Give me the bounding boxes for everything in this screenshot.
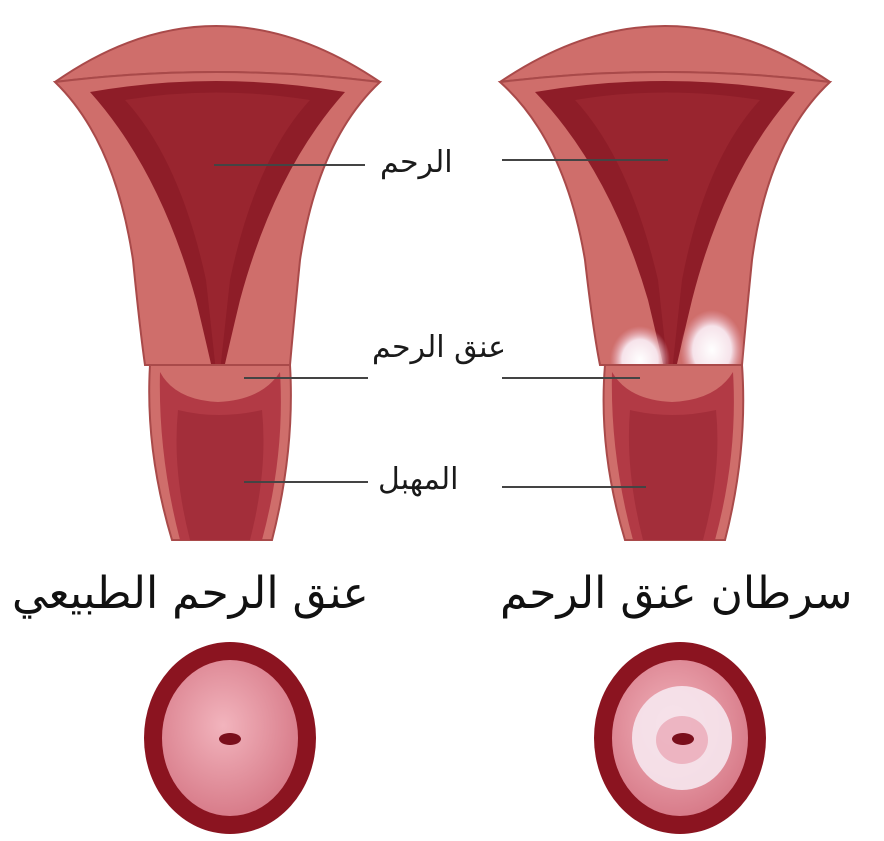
- title-cervical-cancer: سرطان عنق الرحم: [500, 568, 852, 619]
- cancer-cervix-os: [672, 733, 694, 745]
- cancer-vagina-inner: [629, 410, 718, 540]
- cancer-uterus-diagram: [500, 26, 830, 540]
- label-cervix: عنق الرحم: [372, 330, 506, 365]
- normal-vagina-inner: [177, 410, 264, 540]
- normal-cervix-os: [219, 733, 241, 745]
- normal-cervix-face: [144, 642, 316, 834]
- cancer-cervix-face: [594, 642, 766, 834]
- label-vagina: المهبل: [378, 462, 458, 497]
- title-normal-cervix: عنق الرحم الطبيعي: [12, 568, 369, 619]
- normal-uterus-diagram: [55, 26, 380, 540]
- label-uterus: الرحم: [380, 145, 453, 180]
